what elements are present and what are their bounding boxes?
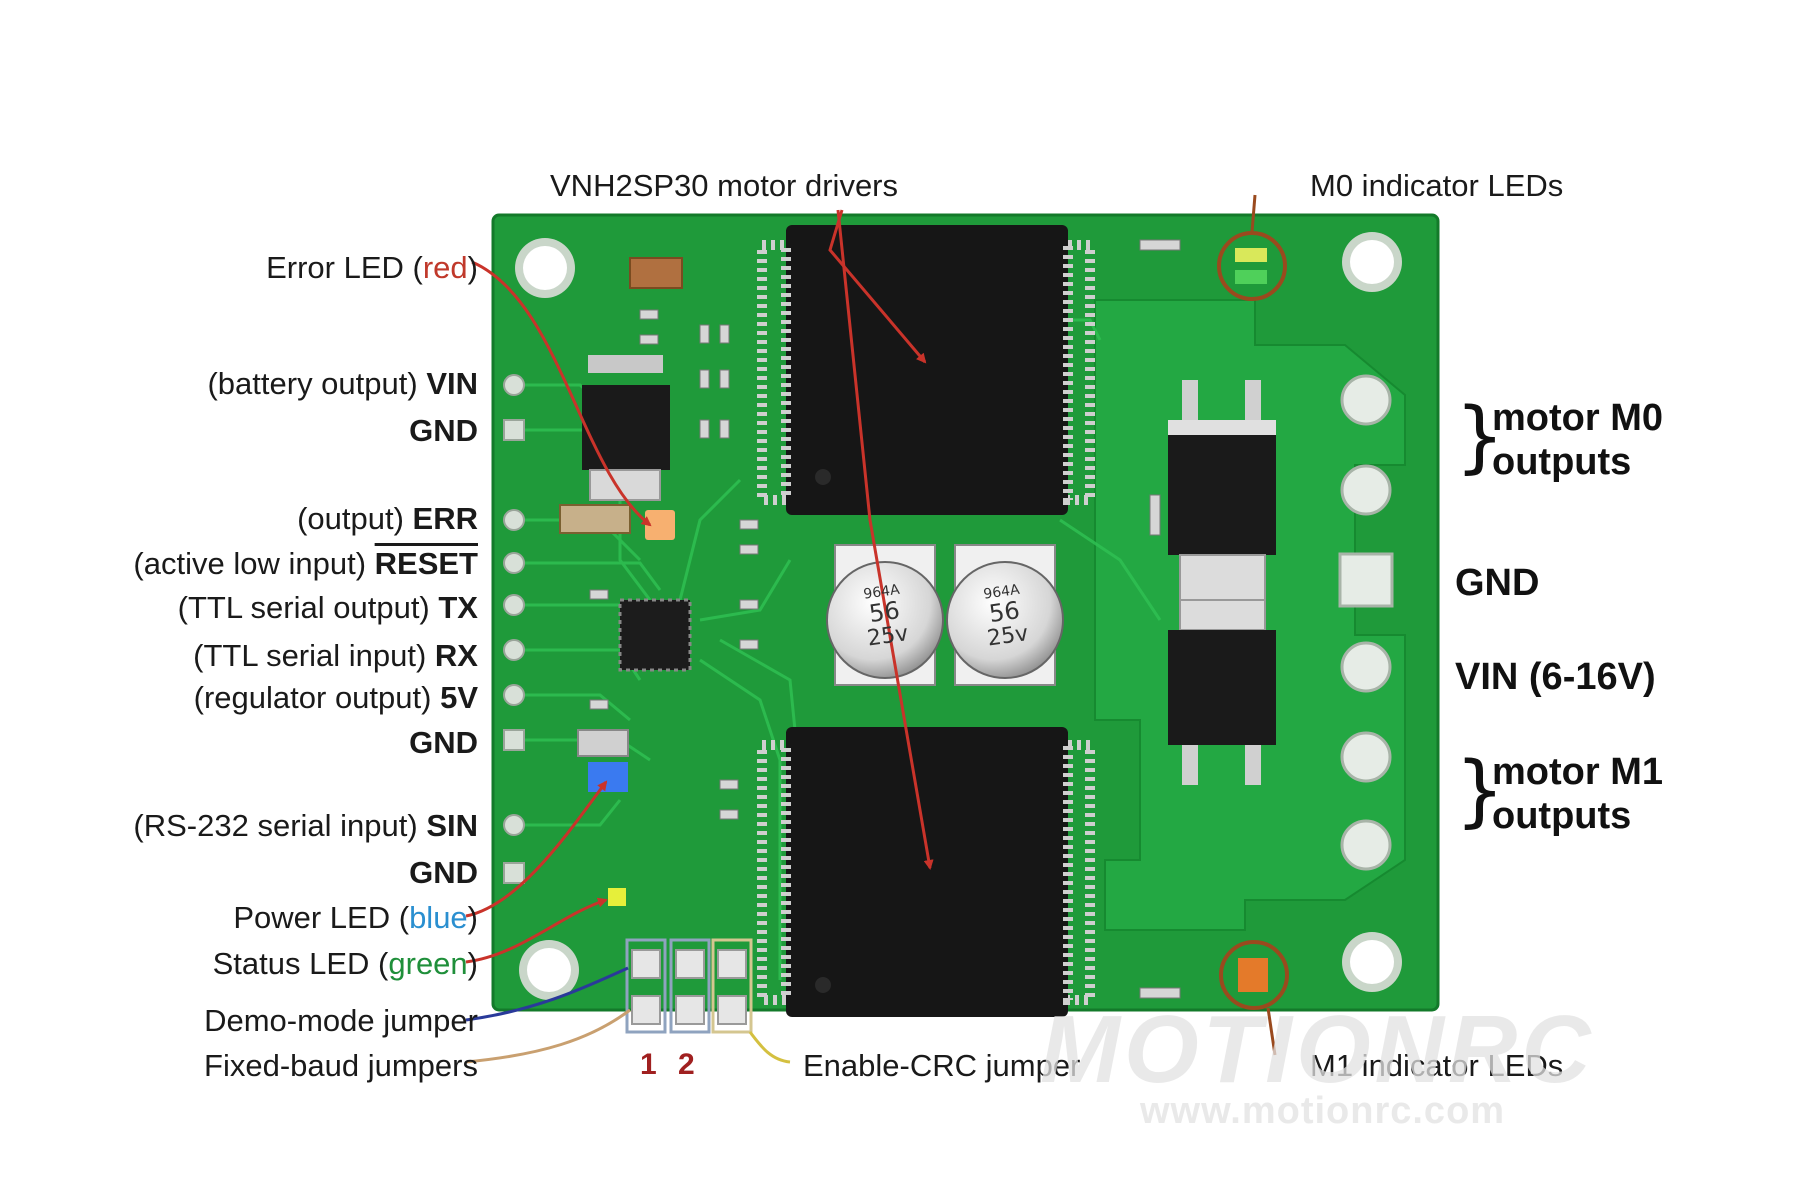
watermark-logo: MOTIONRC — [1040, 996, 1595, 1103]
m1-indicator-leds — [1219, 940, 1289, 1010]
power-led-label: Power LED (blue) — [233, 900, 478, 935]
mosfet-top — [1168, 380, 1276, 601]
callout-lines — [465, 194, 1277, 1064]
capacitor-2 — [946, 544, 1064, 686]
gnd-pin-label-3: GND — [409, 855, 478, 890]
m0-brace: } — [1455, 392, 1505, 482]
error-led-label: Error LED (red) — [266, 250, 478, 285]
m1-brace: } — [1455, 746, 1505, 836]
watermark-url: www.motionrc.com — [1140, 1090, 1506, 1132]
error-led-color-word: red — [422, 250, 468, 285]
jumper-1-label: 1 — [640, 1048, 657, 1081]
tx-pin-label: (TTL serial output) TX — [177, 590, 478, 625]
enable-crc-jumper-label: Enable-CRC jumper — [803, 1048, 1081, 1083]
motor-driver-bottom — [757, 727, 1095, 1017]
reset-pin-label: (active low input) RESET — [133, 546, 478, 581]
gnd-output-label: GND — [1455, 562, 1540, 604]
5v-pin-label: (regulator output) 5V — [193, 680, 478, 715]
jumper-block — [625, 938, 753, 1034]
gnd-pin-label-1: GND — [409, 413, 478, 448]
m0-indicator-leds — [1217, 231, 1287, 301]
err-pin-label: (output) ERR — [297, 501, 478, 536]
sin-pin-label: (RS-232 serial input) SIN — [133, 808, 478, 843]
capacitor-1-markings: 964A 56 25v — [862, 581, 910, 652]
vin-input-label: VIN (6-16V) — [1455, 656, 1656, 698]
error-led — [645, 510, 675, 540]
jumper-2-label: 2 — [678, 1048, 695, 1081]
motor-drivers-label: VNH2SP30 motor drivers — [550, 168, 899, 203]
m0-indicator-leds-label: M0 indicator LEDs — [1310, 168, 1564, 203]
gnd-pin-label-2: GND — [409, 725, 478, 760]
power-led — [577, 729, 629, 792]
rx-pin-label: (TTL serial input) RX — [193, 638, 478, 673]
output-pads — [1338, 374, 1394, 871]
mosfet-bottom — [1168, 599, 1276, 785]
voltage-regulator — [582, 355, 670, 501]
demo-mode-jumper-label: Demo-mode jumper — [204, 1003, 478, 1038]
m1-indicator-leds-label: M1 indicator LEDs — [1310, 1048, 1564, 1083]
status-led-label: Status LED (green) — [212, 946, 478, 981]
fixed-baud-jumpers-label: Fixed-baud jumpers — [204, 1048, 478, 1083]
microcontroller — [618, 598, 692, 672]
status-led-color-word: green — [388, 946, 468, 981]
vin-pin-label: (battery output) VIN — [207, 366, 478, 401]
power-led-color-word: blue — [409, 900, 468, 935]
capacitor-2-markings: 964A 56 25v — [982, 581, 1030, 652]
status-led — [608, 888, 626, 906]
left-header-pins — [503, 374, 525, 884]
mounting-holes — [515, 232, 1402, 1000]
smd-components — [589, 239, 1181, 999]
motor-driver-top — [757, 225, 1095, 515]
